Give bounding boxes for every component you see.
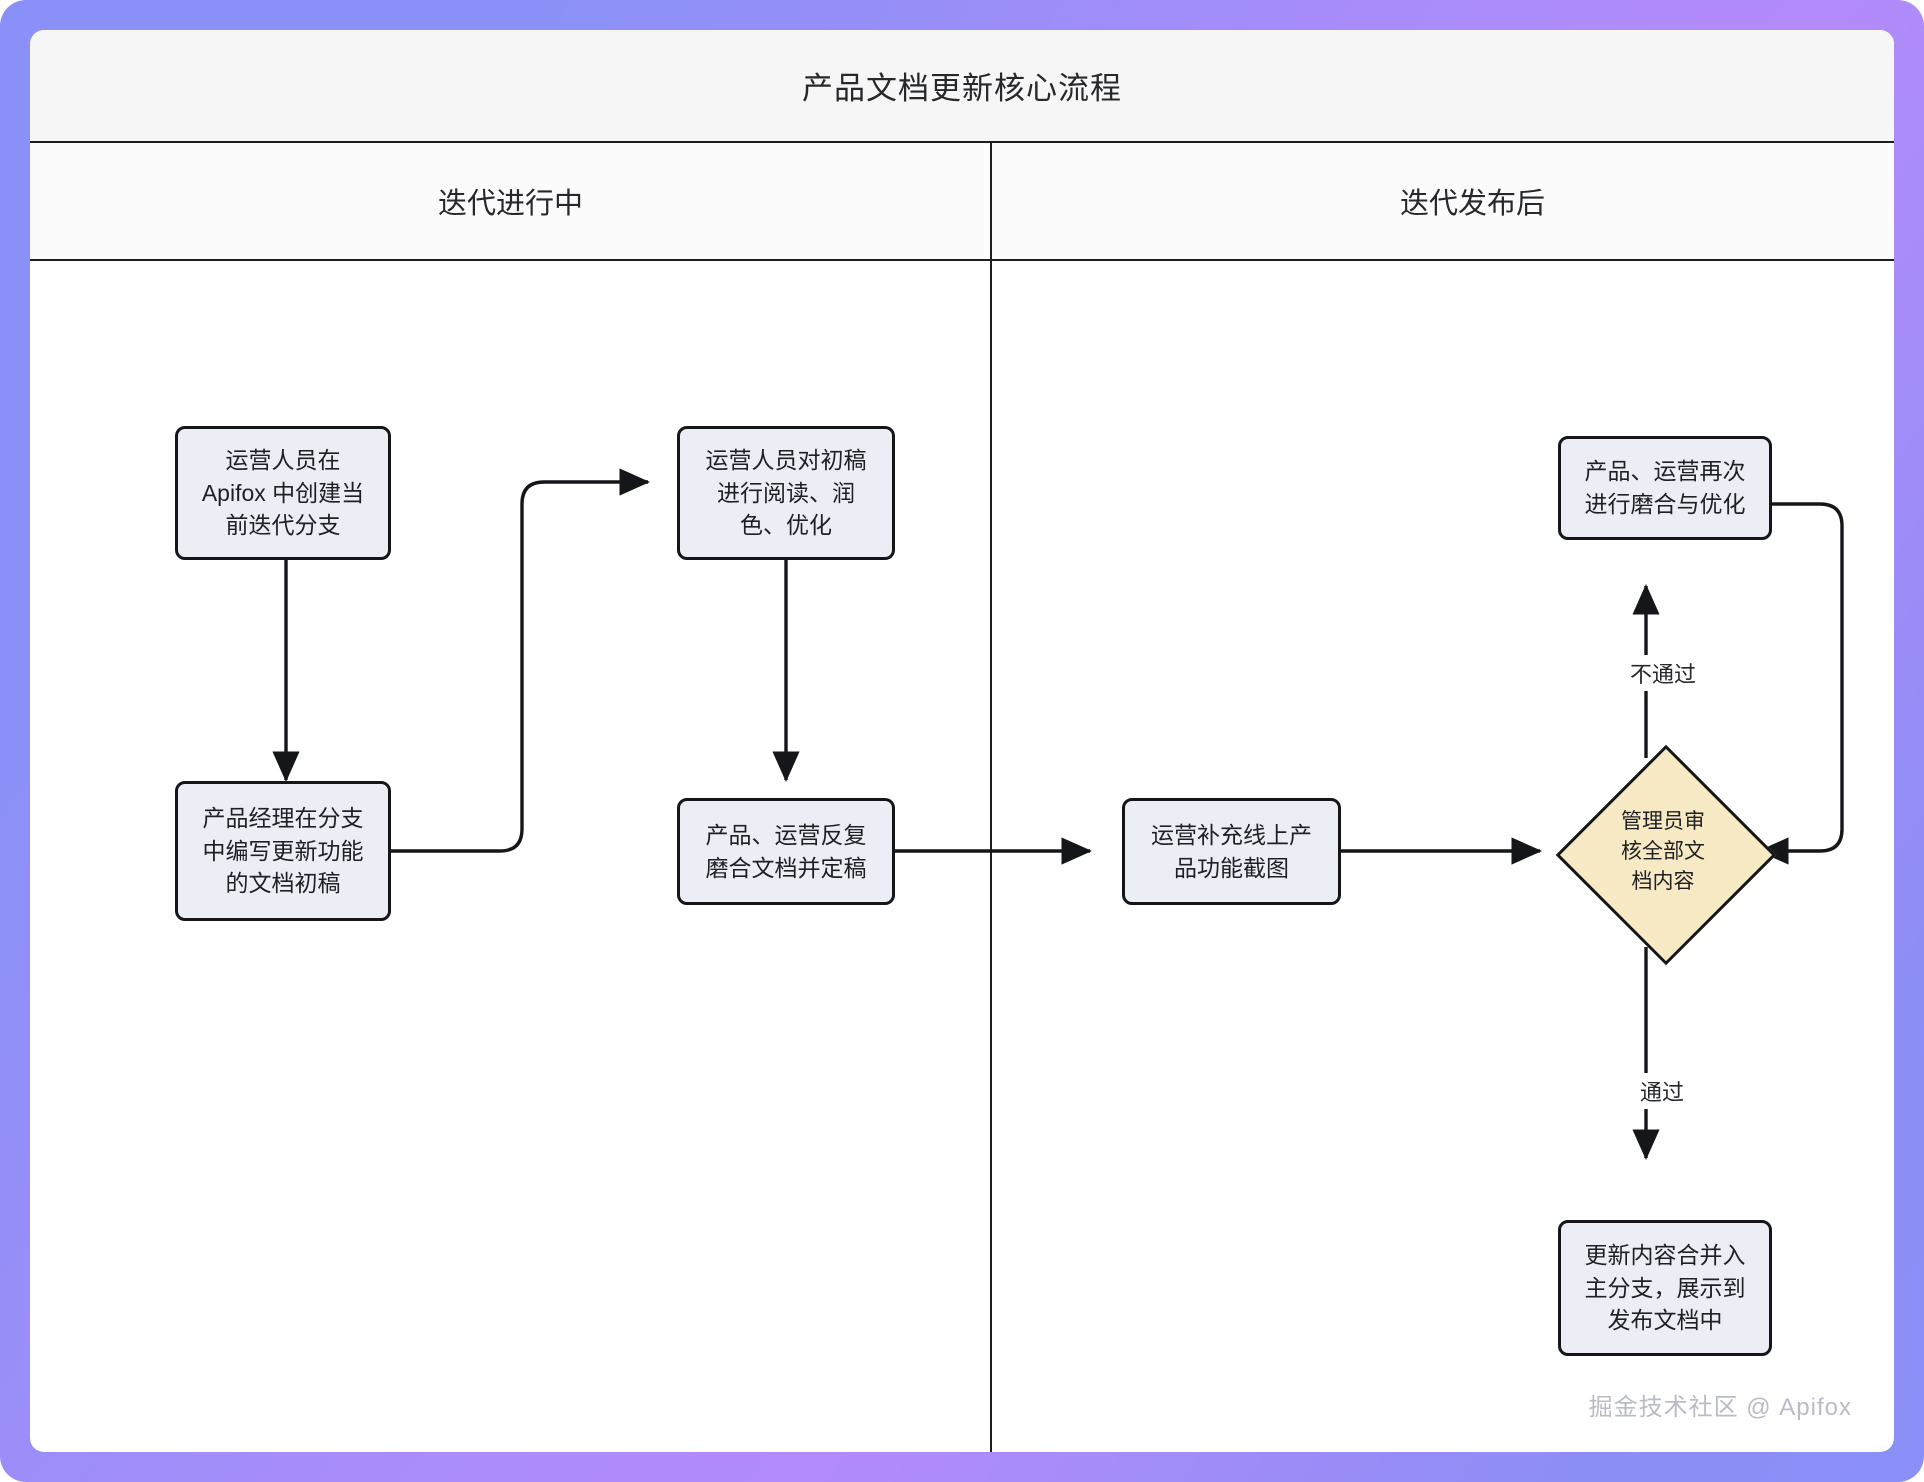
flow-node-label: 产品、运营再次 进行磨合与优化 [1584, 458, 1746, 517]
flow-node-label: 产品、运营反复 磨合文档并定稿 [705, 821, 867, 881]
swimlane-label: 迭代发布后 [1399, 188, 1545, 220]
flow-node-label: 运营人员在 Apifox 中创建当 前迭代分支 [201, 447, 365, 539]
edge-n7-decision-loop [1757, 502, 1844, 865]
edge-label-fail: 不通过 [1624, 655, 1703, 691]
diagram-title-band: 产品文档更新核心流程 [30, 30, 1894, 143]
watermark: 掘金技术社区 @ Apifox [1588, 1394, 1852, 1421]
flow-node-finalize-doc[interactable]: 产品、运营反复 磨合文档并定稿 [677, 798, 895, 905]
edge-n2-n3 [366, 468, 651, 853]
page-title: 产品文档更新核心流程 [802, 71, 1122, 106]
swimlane-divider [990, 143, 992, 1452]
flow-node-admin-review[interactable]: 管理员审 核全部文 档内容 [1555, 744, 1777, 966]
flow-node-add-screenshots[interactable]: 运营补充线上产 品功能截图 [1122, 798, 1341, 905]
diagram-canvas: 产品文档更新核心流程 迭代进行中 迭代发布后 [30, 30, 1894, 1452]
flow-node-label: 更新内容合并入 主分支，展示到 发布文档中 [1584, 1242, 1746, 1334]
edge-label-pass: 通过 [1634, 1073, 1691, 1109]
flow-node-merge-to-main[interactable]: 更新内容合并入 主分支，展示到 发布文档中 [1558, 1220, 1772, 1356]
flow-node-review-polish[interactable]: 运营人员对初稿 进行阅读、润 色、优化 [677, 426, 895, 560]
flow-node-label: 管理员审 核全部文 档内容 [1621, 810, 1705, 893]
swimlane-header-in-progress: 迭代进行中 [30, 143, 991, 261]
flow-node-label: 运营人员对初稿 进行阅读、润 色、优化 [705, 447, 867, 539]
flow-node-label: 运营补充线上产 品功能截图 [1151, 821, 1312, 881]
flow-node-label: 产品经理在分支 中编写更新功能 的文档初稿 [202, 805, 364, 897]
flow-node-create-branch[interactable]: 运营人员在 Apifox 中创建当 前迭代分支 [175, 426, 391, 560]
flow-node-refine-again[interactable]: 产品、运营再次 进行磨合与优化 [1558, 436, 1772, 540]
flow-node-write-draft[interactable]: 产品经理在分支 中编写更新功能 的文档初稿 [175, 781, 391, 921]
swimlane-header-after-release: 迭代发布后 [991, 143, 1894, 261]
swimlane-label: 迭代进行中 [437, 188, 583, 220]
